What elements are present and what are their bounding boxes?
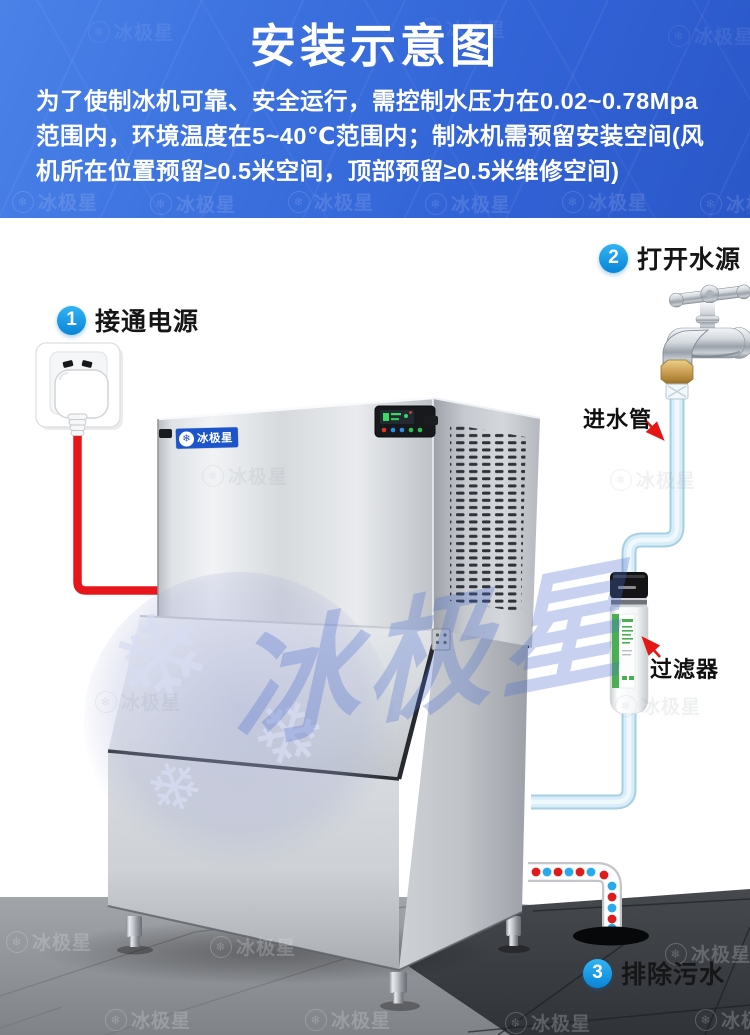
step-3-drain-wastewater: 3 排除污水 (583, 955, 725, 991)
control-panel (374, 405, 436, 438)
door-hinge (431, 628, 451, 651)
description-line: 范围内，环境温度在5~40℃范围内；制冰机需预留安装空间(风 (36, 122, 705, 149)
step-2-label: 打开水源 (637, 246, 742, 274)
outlet-prong-slots (62, 360, 93, 368)
brand-snowflake-icon: ❄ (178, 430, 195, 447)
inlet-pipe-label: 进水管 (583, 407, 653, 432)
ventilation-grille (450, 424, 526, 612)
brand-name: 冰极星 (196, 432, 234, 446)
front-sensor-left (159, 429, 172, 438)
filter-label-text-lines (622, 619, 634, 680)
step-3-label: 排除污水 (621, 961, 726, 989)
power-plug (54, 369, 109, 436)
front-latch-right (424, 416, 438, 425)
step-2-open-water: 2 打开水源 (599, 240, 741, 276)
control-panel-buttons (381, 427, 423, 433)
ice-machine (107, 396, 541, 1004)
step-1-label: 接通电源 (95, 308, 200, 336)
filter-label: 过滤器 (650, 657, 720, 682)
step-2-badge: 2 (599, 243, 628, 273)
faucet-handle (668, 284, 750, 308)
water-inlet-pipe (531, 398, 685, 810)
step-1-badge: 1 (57, 305, 86, 335)
drain-pipe (528, 862, 622, 933)
machine-brand-logo: ❄ 冰极星 (175, 427, 239, 449)
faucet (660, 284, 750, 400)
wall-outlet (35, 342, 123, 436)
machine-legs (126, 916, 521, 1004)
inlet-pipe-arrow (645, 420, 665, 441)
brass-fitting (660, 359, 694, 385)
step-3-badge: 3 (583, 958, 612, 988)
floor-grout-lines-dark (467, 898, 750, 1035)
faucet-spout (662, 329, 710, 367)
drain-hole (573, 926, 649, 946)
water-filter (609, 572, 649, 715)
machine-storage-bin (107, 615, 528, 972)
header-description: 为了使制冰机可靠、安全运行，需控制水压力在0.02~0.78Mpa 范围内，环境… (0, 84, 750, 189)
header-banner: 安装示意图 为了使制冰机可靠、安全运行，需控制水压力在0.02~0.78Mpa … (0, 0, 750, 218)
power-cable (73, 430, 158, 595)
step-1-connect-power: 1 接通电源 (57, 302, 199, 338)
machine-upper-unit (157, 396, 541, 648)
description-line: 机所在位置预留≥0.5米空间，顶部预留≥0.5米维修空间) (36, 157, 620, 184)
bin-door (108, 616, 437, 779)
description-line: 为了使制冰机可靠、安全运行，需控制水压力在0.02~0.78Mpa (36, 87, 699, 114)
filter-arrow (641, 636, 661, 658)
page-title: 安装示意图 (250, 20, 500, 72)
